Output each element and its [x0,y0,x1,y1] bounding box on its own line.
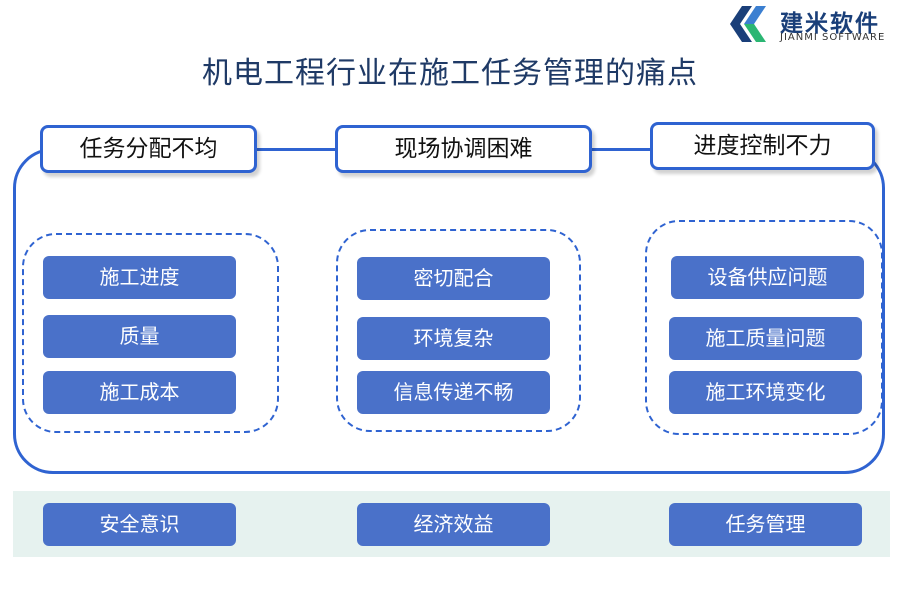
pill-complex-environment: 环境复杂 [357,317,550,360]
pill-safety-awareness: 安全意识 [43,503,236,546]
pill-close-cooperation: 密切配合 [357,257,550,300]
column-group-2 [336,229,581,432]
brand-logo: 建米软件 JIANMI SOFTWARE [722,2,900,46]
pill-equipment-supply: 设备供应问题 [671,256,864,299]
column-header-1: 任务分配不均 [40,125,257,173]
column-group-1 [22,233,279,433]
brand-name: 建米软件 [780,11,880,37]
column-header-3: 进度控制不力 [650,122,875,170]
brand-subtitle: JIANMI SOFTWARE [780,32,886,43]
pill-task-management: 任务管理 [669,503,862,546]
column-header-2: 现场协调困难 [335,125,592,173]
pill-economic-benefit: 经济效益 [357,503,550,546]
pill-environment-changes: 施工环境变化 [669,371,862,414]
pill-poor-information-flow: 信息传递不畅 [357,371,550,414]
page-title: 机电工程行业在施工任务管理的痛点 [202,56,698,91]
pill-construction-cost: 施工成本 [43,371,236,414]
jianmi-logo-icon [730,6,766,42]
column-group-3 [645,220,883,435]
pill-construction-quality-issues: 施工质量问题 [669,317,862,360]
pill-quality: 质量 [43,315,236,358]
pill-construction-progress: 施工进度 [43,256,236,299]
